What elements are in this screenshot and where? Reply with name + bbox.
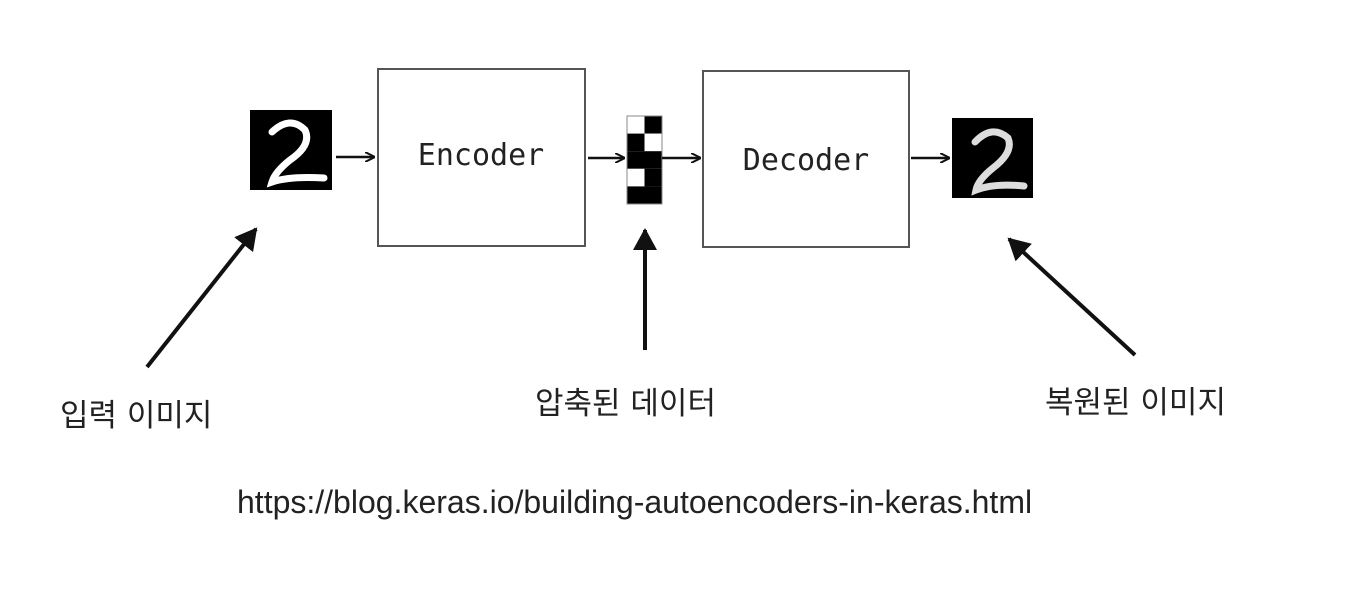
- decoder-label: Decoder: [743, 143, 869, 178]
- code-cell: [627, 151, 645, 169]
- code-cell: [627, 168, 645, 187]
- reconstructed-image-label: 복원된 이미지: [1045, 385, 1226, 421]
- code-border: [626, 115, 663, 205]
- reconstructed-image: [952, 118, 1033, 198]
- code-cell: [644, 116, 662, 134]
- compressed-code-grid: [626, 115, 663, 205]
- input-image: [250, 110, 332, 190]
- code-cell: [627, 133, 645, 152]
- code-cell: [627, 186, 645, 204]
- code-cell: [644, 151, 662, 169]
- code-cell: [644, 186, 662, 204]
- pointer-arrow-input: [145, 227, 258, 369]
- code-cell: [644, 133, 662, 152]
- code-cell: [627, 116, 645, 134]
- input-image-label: 입력 이미지: [60, 398, 213, 434]
- code-cell: [644, 168, 662, 187]
- pointer-arrow-output: [1007, 237, 1137, 357]
- source-url: https://blog.keras.io/building-autoencod…: [237, 484, 1033, 520]
- decoder-box: [702, 70, 910, 248]
- encoder-label: Encoder: [418, 138, 544, 173]
- encoder-box: [377, 68, 586, 247]
- compressed-data-label: 압축된 데이터: [535, 386, 716, 422]
